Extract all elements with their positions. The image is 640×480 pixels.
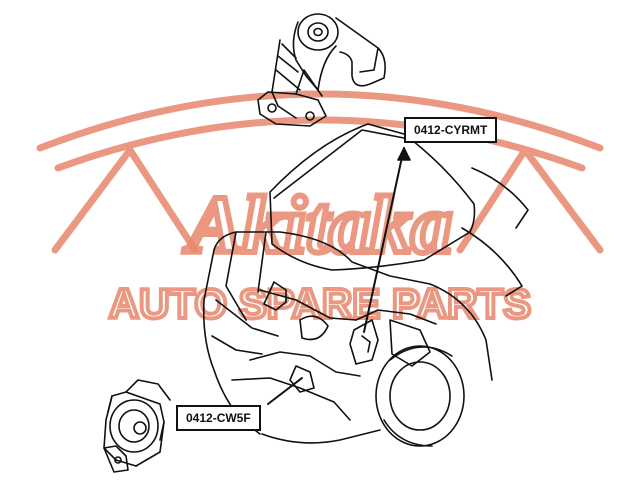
brand-wordmark: Akitaka (183, 179, 452, 270)
callout-part-number-lower: 0412-CW5F (176, 405, 261, 431)
callout-part-number-upper: 0412-CYRMT (404, 117, 498, 143)
engine-mount-bracket-icon (257, 13, 386, 127)
transmission-mount-icon (103, 379, 171, 473)
car-body-outline (202, 123, 529, 447)
